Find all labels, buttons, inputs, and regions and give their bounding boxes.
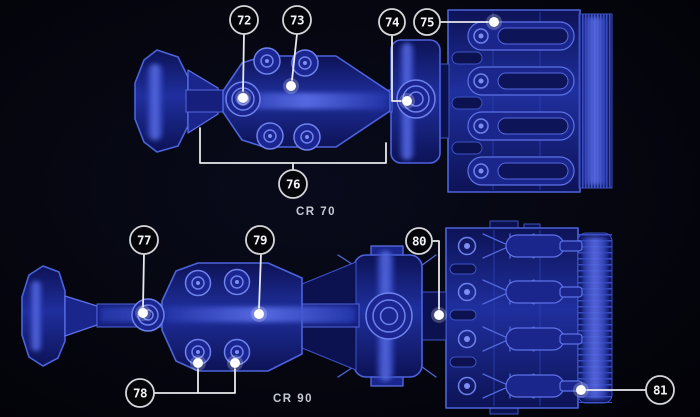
- callout-number: 75: [420, 15, 434, 30]
- callout-badge-80[interactable]: 80: [405, 227, 433, 255]
- callout-78-leader-line: [153, 368, 236, 394]
- callout-badge-81[interactable]: 81: [645, 375, 675, 405]
- callout-badge-79[interactable]: 79: [245, 225, 275, 255]
- callout-number: 79: [253, 233, 267, 248]
- callout-number: 77: [137, 233, 151, 248]
- callout-badge-circle: [229, 5, 259, 35]
- callout-72-leader-line: [242, 33, 245, 92]
- callout-badge-circle: [278, 169, 308, 199]
- cr70-engine-block: [447, 9, 613, 193]
- callout-badge-circle: [129, 225, 159, 255]
- callout-78-dot: [193, 358, 203, 368]
- cr90-engine-ribs: [577, 232, 613, 404]
- callout-badge-circle: [645, 375, 675, 405]
- callout-77-dot: [138, 308, 148, 318]
- callout-badge-73[interactable]: 73: [282, 5, 312, 35]
- ship-label-cr90: CR 90: [273, 393, 313, 405]
- callout-badge-circle: [125, 378, 155, 408]
- callout-badge-75[interactable]: 75: [413, 8, 441, 36]
- callout-74-dot: [402, 96, 412, 106]
- callout-81-dot: [576, 385, 586, 395]
- callout-79-leader-line: [258, 253, 262, 309]
- cr90-body: [131, 262, 356, 372]
- ship-label-cr70: CR 70: [296, 206, 336, 218]
- callout-badge-circle: [413, 8, 441, 36]
- callout-number: 81: [653, 383, 667, 398]
- callout-number: 72: [237, 13, 251, 28]
- cr70-engine-nozzles: [451, 21, 575, 186]
- cr70-turret: [291, 49, 319, 77]
- label-layer: CR 70 CR 90: [273, 206, 336, 405]
- callout-80-leader-line: [431, 240, 440, 310]
- callout-72-dot: [238, 93, 248, 103]
- cr90-ship: [21, 220, 613, 415]
- cr90-engine-nozzles: [449, 233, 583, 399]
- callout-79-dot: [254, 309, 264, 319]
- cr70-ship: [134, 9, 613, 193]
- callout-number: 74: [385, 15, 399, 30]
- callout-73-leader-line: [291, 33, 298, 81]
- callout-badge-76[interactable]: 76: [278, 169, 308, 199]
- cr70-body: [222, 47, 391, 151]
- cr70-turret: [256, 122, 284, 150]
- cr90-reactor-pod: [337, 245, 447, 387]
- callout-77-leader-line: [142, 253, 145, 308]
- callout-number: 80: [412, 234, 426, 249]
- callout-badge-circle: [282, 5, 312, 35]
- callout-73-dot: [286, 81, 296, 91]
- callout-badge-77[interactable]: 77: [129, 225, 159, 255]
- callout-number: 78: [133, 386, 147, 401]
- callout-badge-circle: [405, 227, 433, 255]
- callout-78-dot: [230, 358, 240, 368]
- cr90-turret: [184, 269, 212, 297]
- cr70-turret: [293, 123, 321, 151]
- callout-badge-74[interactable]: 74: [378, 8, 406, 36]
- callout-75-dot: [489, 17, 499, 27]
- callout-74-leader-line: [391, 34, 402, 102]
- callout-badge-72[interactable]: 72: [229, 5, 259, 35]
- cr90-engine-block: [445, 220, 613, 415]
- callout-badge-circle: [378, 8, 406, 36]
- callout-number: 73: [290, 13, 304, 28]
- callout-layer: 72 73 74 75 76 77 79 80 78 81: [125, 5, 675, 408]
- callout-80-dot: [434, 310, 444, 320]
- cr90-turret: [223, 268, 251, 296]
- cr70-engine-ribs: [578, 13, 613, 189]
- callout-badge-circle: [245, 225, 275, 255]
- cr70-turret: [253, 47, 281, 75]
- callout-number: 76: [286, 177, 300, 192]
- callout-badge-78[interactable]: 78: [125, 378, 155, 408]
- cr90-bow: [21, 265, 98, 367]
